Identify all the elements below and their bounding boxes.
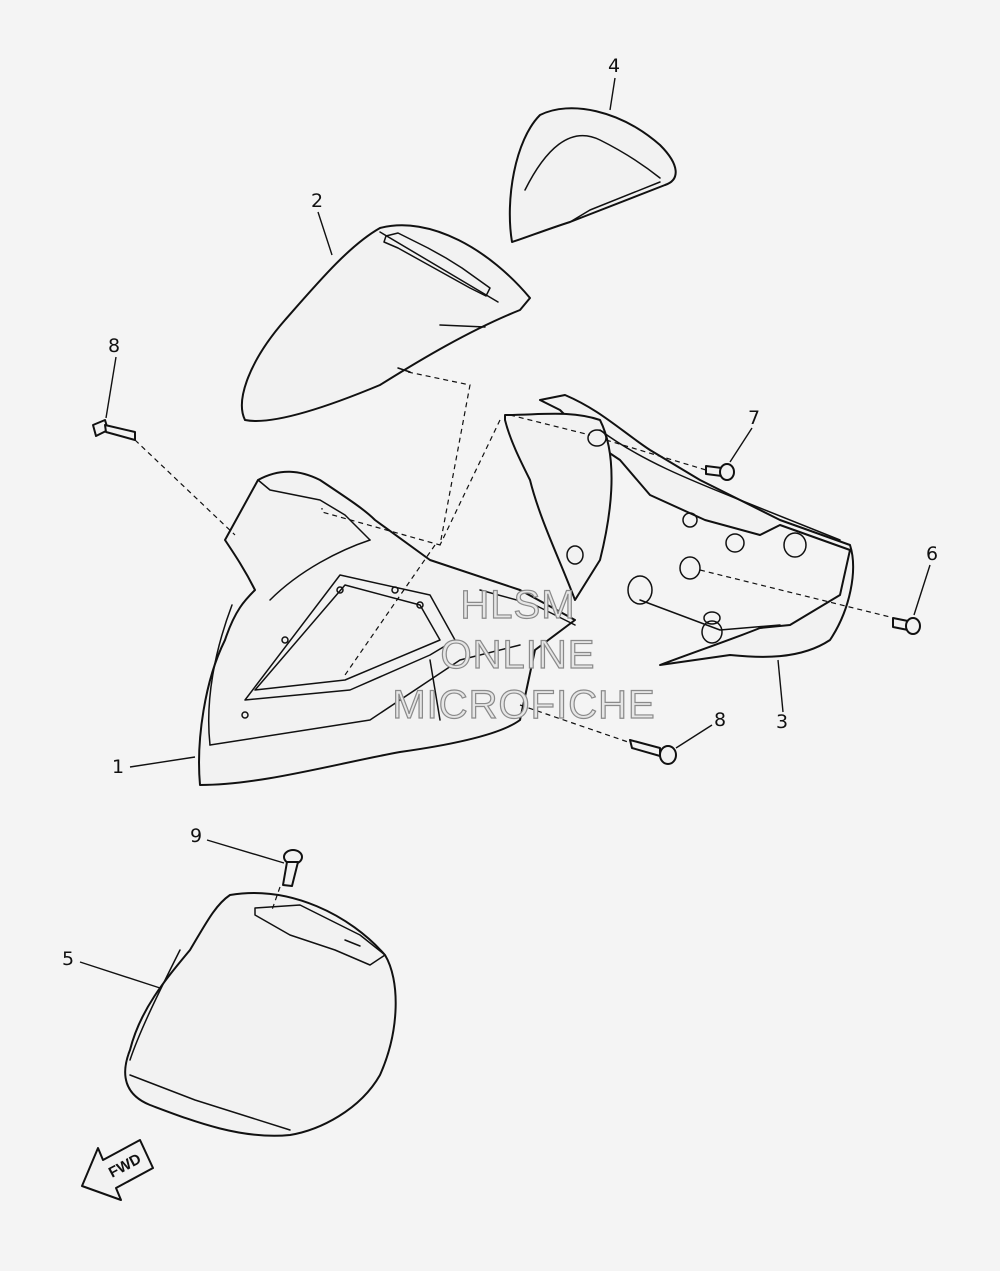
part-9-bolt[interactable] xyxy=(282,849,303,887)
callout-3[interactable]: 3 xyxy=(776,711,788,733)
emblem-logo xyxy=(383,232,491,297)
part-1-front-cover[interactable] xyxy=(198,470,576,786)
watermark-line-1: HLSM xyxy=(460,583,575,627)
callout-2[interactable]: 2 xyxy=(311,190,323,212)
part-8-screw-left[interactable] xyxy=(92,419,136,441)
part-4-top-cover[interactable] xyxy=(508,107,677,243)
assembly-lines xyxy=(134,371,891,911)
watermark-line-3: MICROFICHE xyxy=(392,683,655,727)
callout-9[interactable]: 9 xyxy=(190,825,202,847)
part-7-bolt[interactable] xyxy=(705,463,735,481)
part-3-inner-panel[interactable] xyxy=(504,394,855,666)
callout-8-right[interactable]: 8 xyxy=(714,709,726,731)
fwd-arrow-icon: FWD xyxy=(81,1139,154,1201)
callout-numbers: 4 2 8 7 6 3 8 1 9 5 xyxy=(62,55,938,970)
callout-8-left[interactable]: 8 xyxy=(108,335,120,357)
part-8-screw-right[interactable] xyxy=(629,739,677,765)
part-5-front-fender[interactable] xyxy=(124,892,397,1137)
callout-leaders xyxy=(79,77,931,989)
callout-5[interactable]: 5 xyxy=(62,948,74,970)
callout-6[interactable]: 6 xyxy=(926,543,938,565)
callout-7[interactable]: 7 xyxy=(748,407,760,429)
part-6-bolt[interactable] xyxy=(892,617,921,635)
callout-4[interactable]: 4 xyxy=(608,55,620,77)
watermark-line-2: ONLINE xyxy=(441,633,596,677)
watermark: HLSM ONLINE MICROFICHE xyxy=(392,582,656,727)
part-2-emblem-cover[interactable] xyxy=(240,224,531,422)
callout-1[interactable]: 1 xyxy=(112,756,124,778)
